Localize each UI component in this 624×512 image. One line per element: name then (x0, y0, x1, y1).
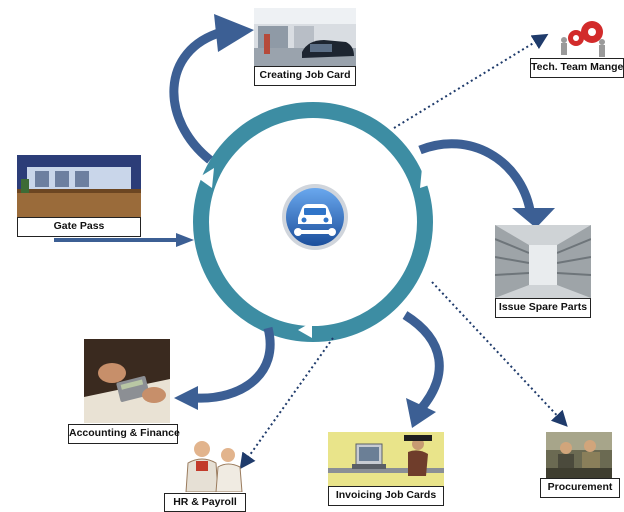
node-label-issue-spare-parts: Issue Spare Parts (495, 298, 591, 318)
arrow-to-invoicing (402, 311, 444, 413)
gears-team-icon (556, 18, 608, 58)
node-label-creating-job-card: Creating Job Card (254, 66, 356, 86)
node-label-tech-team: Tech. Team Mange (530, 58, 624, 78)
garage-photo (254, 8, 356, 66)
desk-computer-clipart-icon (328, 432, 444, 486)
process-ring (193, 102, 433, 342)
arrow-to-job-card (169, 27, 224, 164)
node-label-hr-payroll: HR & Payroll (164, 493, 246, 512)
calculator-photo (84, 339, 170, 423)
ring-arrowhead-right (420, 168, 438, 188)
arrow-to-spare-parts (418, 139, 535, 212)
node-label-gate-pass: Gate Pass (17, 217, 141, 237)
arrow-to-accounting (195, 326, 275, 403)
warehouse-photo (495, 225, 591, 298)
ring-arrowhead-bottom (298, 322, 312, 338)
workshop-workers-photo (546, 432, 612, 478)
car-service-icon (282, 184, 348, 250)
node-label-accounting-finance: Accounting & Finance (68, 424, 180, 444)
people-clipart-icon (182, 437, 244, 492)
node-label-procurement: Procurement (540, 478, 620, 498)
dotted-to-tech-team (393, 33, 549, 129)
ring-arrowhead-top (198, 168, 214, 188)
reception-desk-photo (17, 155, 141, 217)
node-label-invoicing-job-cards: Invoicing Job Cards (328, 486, 444, 506)
dotted-to-hr-payroll (239, 337, 334, 470)
